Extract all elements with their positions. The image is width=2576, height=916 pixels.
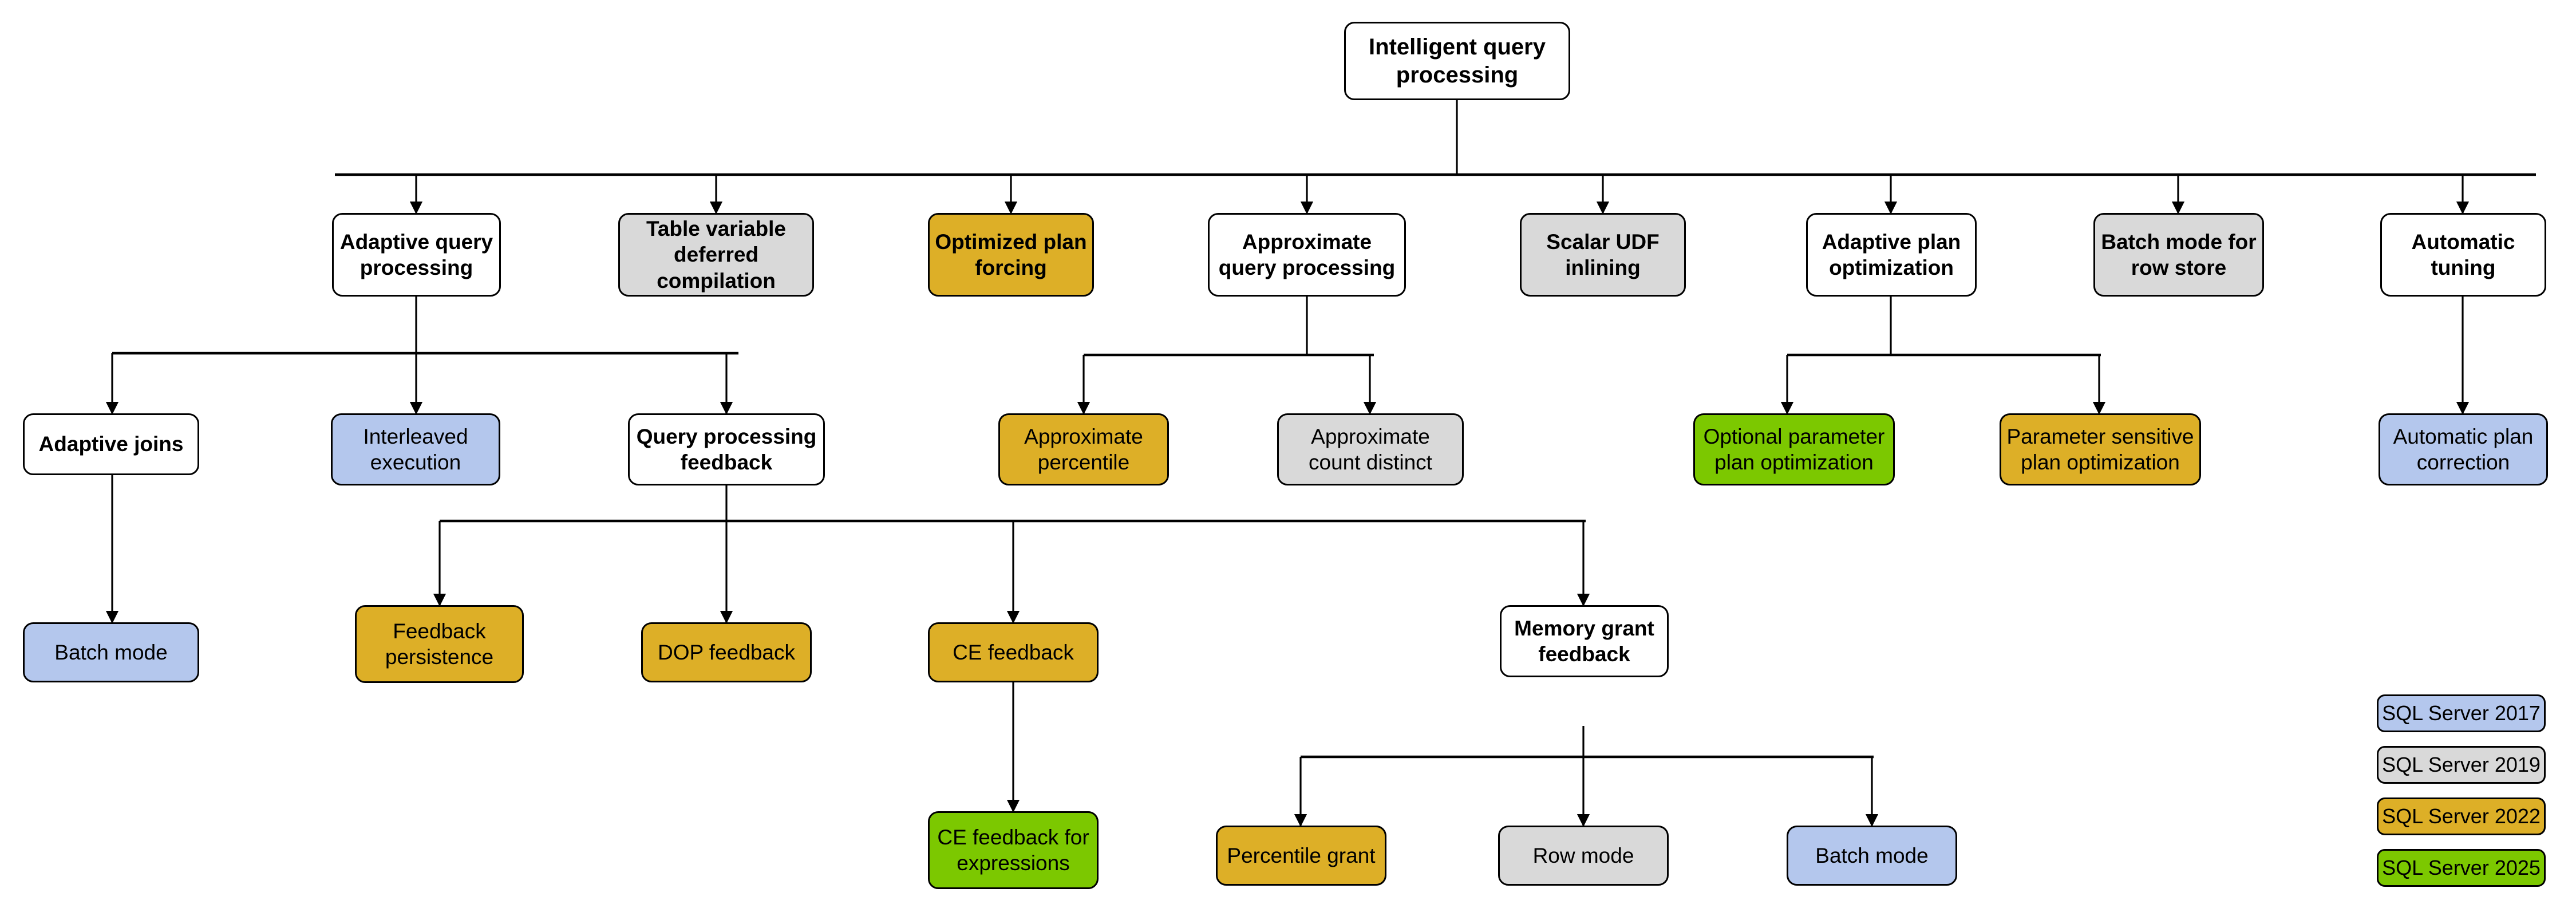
node-dop-feedback[interactable]: DOP feedback <box>641 622 812 682</box>
legend-item-sql-server-2019[interactable]: SQL Server 2019 <box>2377 746 2546 784</box>
node-approximate-percentile[interactable]: Approximate percentile <box>998 413 1169 485</box>
node-feedback-persistence[interactable]: Feedback persistence <box>355 605 524 683</box>
node-optional-parameter-plan-optimization[interactable]: Optional parameter plan optimization <box>1693 413 1895 485</box>
node-adaptive-query-processing[interactable]: Adaptive query processing <box>332 213 501 297</box>
node-intelligent-query-processing[interactable]: Intelligent query processing <box>1344 22 1570 100</box>
node-percentile-grant[interactable]: Percentile grant <box>1216 826 1386 886</box>
node-batch-mode-for-row-store[interactable]: Batch mode for row store <box>2093 213 2264 297</box>
legend-item-sql-server-2017[interactable]: SQL Server 2017 <box>2377 694 2546 732</box>
node-interleaved-execution[interactable]: Interleaved execution <box>331 413 500 485</box>
node-query-processing-feedback[interactable]: Query processing feedback <box>628 413 825 485</box>
node-automatic-plan-correction[interactable]: Automatic plan correction <box>2379 413 2548 485</box>
node-batch-mode-adaptive-joins[interactable]: Batch mode <box>23 622 199 682</box>
node-approximate-query-processing[interactable]: Approximate query processing <box>1208 213 1406 297</box>
node-batch-mode-memory-grant[interactable]: Batch mode <box>1787 826 1957 886</box>
node-table-variable-deferred-compilation[interactable]: Table variable deferred compilation <box>618 213 814 297</box>
node-ce-feedback[interactable]: CE feedback <box>928 622 1099 682</box>
node-memory-grant-feedback[interactable]: Memory grant feedback <box>1500 605 1669 677</box>
node-adaptive-plan-optimization[interactable]: Adaptive plan optimization <box>1806 213 1977 297</box>
node-approximate-count-distinct[interactable]: Approximate count distinct <box>1277 413 1464 485</box>
node-automatic-tuning[interactable]: Automatic tuning <box>2380 213 2546 297</box>
node-row-mode[interactable]: Row mode <box>1498 826 1669 886</box>
node-parameter-sensitive-plan-optimization[interactable]: Parameter sensitive plan optimization <box>2000 413 2201 485</box>
legend-item-sql-server-2022[interactable]: SQL Server 2022 <box>2377 797 2546 835</box>
node-optimized-plan-forcing[interactable]: Optimized plan forcing <box>928 213 1094 297</box>
legend-item-sql-server-2025[interactable]: SQL Server 2025 <box>2377 849 2546 887</box>
node-ce-feedback-for-expressions[interactable]: CE feedback for expressions <box>928 811 1099 889</box>
node-adaptive-joins[interactable]: Adaptive joins <box>23 413 199 475</box>
node-scalar-udf-inlining[interactable]: Scalar UDF inlining <box>1520 213 1686 297</box>
